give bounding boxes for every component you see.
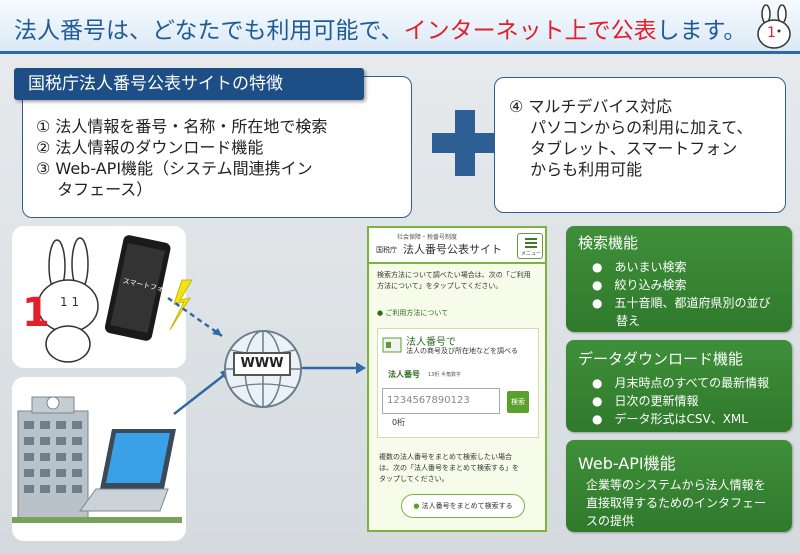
bulk-line-3: タップしてください。 — [379, 475, 449, 483]
www-label: WWW — [233, 352, 291, 376]
site-mockup: 社会保障・税番号制度 国税庁 法人番号公表サイト メニュー 検索方法について調べ… — [367, 226, 547, 532]
id-card-icon — [382, 337, 402, 353]
api-line-1: 企業等のシステムから法人情報を — [586, 478, 766, 492]
hamburger-icon — [525, 238, 537, 248]
download-item-3-text: データ形式はCSV、XML — [614, 412, 748, 426]
bulk-line-1: 複数の法人番号をまとめて検索したい場合 — [379, 453, 512, 461]
site-subtitle: 社会保障・税番号制度 — [397, 234, 458, 241]
download-item-2-text: 日次の更新情報 — [614, 394, 699, 408]
field-hint: 13桁 半角数字 — [428, 372, 461, 378]
wireless-signal-icon — [167, 279, 223, 338]
feature4-line-3: タブレット、スマートフォン — [509, 139, 738, 158]
api-line-2: 直接取得するためのインタフェー — [586, 496, 767, 510]
site-header: 社会保障・税番号制度 国税庁 法人番号公表サイト メニュー — [369, 228, 545, 264]
smartphone-panel: 1 1 1 スマートフォン — [12, 226, 186, 368]
features-title: 国税庁法人番号公表サイトの特徴 — [14, 68, 364, 100]
search-item-3-cont: 替え — [616, 314, 641, 328]
plus-icon — [432, 110, 498, 176]
search-item-1: ● あいまい検索 — [592, 260, 687, 274]
search-item-1-text: あいまい検索 — [614, 260, 687, 274]
menu-label: メニュー — [520, 251, 541, 257]
usage-link-text: ご利用方法について — [385, 309, 449, 317]
api-line-3: スの提供 — [586, 514, 635, 528]
download-function-title: データダウンロード機能 — [578, 350, 744, 368]
bulk-search-button[interactable]: ● 法人番号をまとめて検索する — [401, 494, 525, 518]
mascot-smartphone-illustration: 1 1 1 スマートフォン — [22, 235, 171, 363]
card-title: 法人番号で — [406, 337, 456, 348]
feature-item-2: ② 法人情報のダウンロード機能 — [36, 138, 264, 157]
bulk-instructions: 複数の法人番号をまとめて検索したい場合 は、次の「法人番号をまとめて検索する」を… — [379, 452, 519, 485]
site-intro: 検索方法について調べたい場合は、次の「ご利用 方法について」をタップしてください… — [377, 270, 531, 292]
title-highlight: インターネット上で公表 — [403, 18, 657, 44]
feature-item-1: ① 法人情報を番号・名称・所在地で検索 — [36, 117, 328, 136]
menu-button[interactable]: メニュー — [517, 233, 543, 259]
api-function-box: Web-API機能 企業等のシステムから法人情報を 直接取得するためのインタフェ… — [566, 440, 792, 532]
search-function-box: 検索機能 ● あいまい検索 ● 絞り込み検索 ● 五十音順、都道府県別の並び 替… — [566, 226, 792, 332]
intro-line-2: 方法について」をタップしてください。 — [377, 282, 503, 290]
search-function-title: 検索機能 — [578, 234, 639, 252]
page-title: 法人番号は、どなたでも利用可能で、インターネット上で公表します。 — [14, 11, 746, 45]
card-subtitle: 法人の商号及び所在地などを調べる — [406, 347, 518, 355]
mascot-rabbit-icon: 1 — [757, 4, 791, 49]
chevron-right-icon: ● — [413, 502, 420, 510]
download-item-1-text: 月末時点のすべての最新情報 — [614, 376, 770, 390]
bulk-button-label: 法人番号をまとめて検索する — [421, 502, 513, 510]
corporate-number-input[interactable]: 1234567890123 — [382, 388, 500, 414]
pc-panel — [12, 377, 186, 541]
usage-link[interactable]: ● ご利用方法について — [377, 308, 448, 319]
api-function-title: Web-API機能 — [578, 454, 676, 473]
feature4-line-2: パソコンからの利用に加えて、 — [509, 118, 753, 137]
download-item-2: ● 日次の更新情報 — [592, 394, 699, 408]
search-item-2: ● 絞り込み検索 — [592, 278, 687, 292]
digit-count: 0桁 — [392, 418, 406, 427]
download-function-box: データダウンロード機能 ● 月末時点のすべての最新情報 ● 日次の更新情報 ● … — [566, 340, 792, 432]
building-laptop-illustration — [12, 396, 182, 523]
field-label: 法人番号 — [388, 370, 420, 379]
header-banner — [0, 0, 800, 54]
feature-item-3-cont: タフェース） — [36, 180, 153, 199]
title-text-end: します。 — [656, 18, 747, 44]
feature4-line-1: ④ マルチデバイス対応 — [509, 97, 672, 116]
mascot-number: 1 — [767, 25, 776, 41]
search-button[interactable]: 検索 — [507, 391, 529, 413]
download-item-1: ● 月末時点のすべての最新情報 — [592, 376, 770, 390]
chevron-right-icon: ● — [377, 309, 384, 317]
search-item-2-text: 絞り込み検索 — [614, 278, 687, 292]
mascot-number-large: 1 — [22, 290, 50, 336]
feature-item-3: ③ Web-API機能（システム間連携イン — [36, 159, 313, 178]
download-item-3: ● データ形式はCSV、XML — [592, 412, 748, 426]
bulk-line-2: は、次の「法人番号をまとめて検索する」を — [379, 464, 519, 472]
site-agency: 国税庁 — [376, 246, 397, 254]
intro-line-1: 検索方法について調べたい場合は、次の「ご利用 — [377, 271, 531, 279]
arrow-to-site — [302, 362, 366, 374]
svg-text:1 1: 1 1 — [60, 295, 79, 309]
search-item-3: ● 五十音順、都道府県別の並び — [592, 296, 771, 310]
search-card: 法人番号で 法人の商号及び所在地などを調べる 法人番号 13桁 半角数字 0桁 — [377, 328, 539, 438]
title-text: 法人番号は、どなたでも利用可能で、 — [14, 18, 404, 44]
search-item-3-text: 五十音順、都道府県別の並び — [614, 296, 771, 310]
feature4-line-4: からも利用可能 — [509, 160, 643, 179]
site-title: 法人番号公表サイト — [403, 243, 502, 256]
feature4-box: ④ マルチデバイス対応 パソコンからの利用に加えて、 タブレット、スマートフォン… — [494, 77, 786, 213]
